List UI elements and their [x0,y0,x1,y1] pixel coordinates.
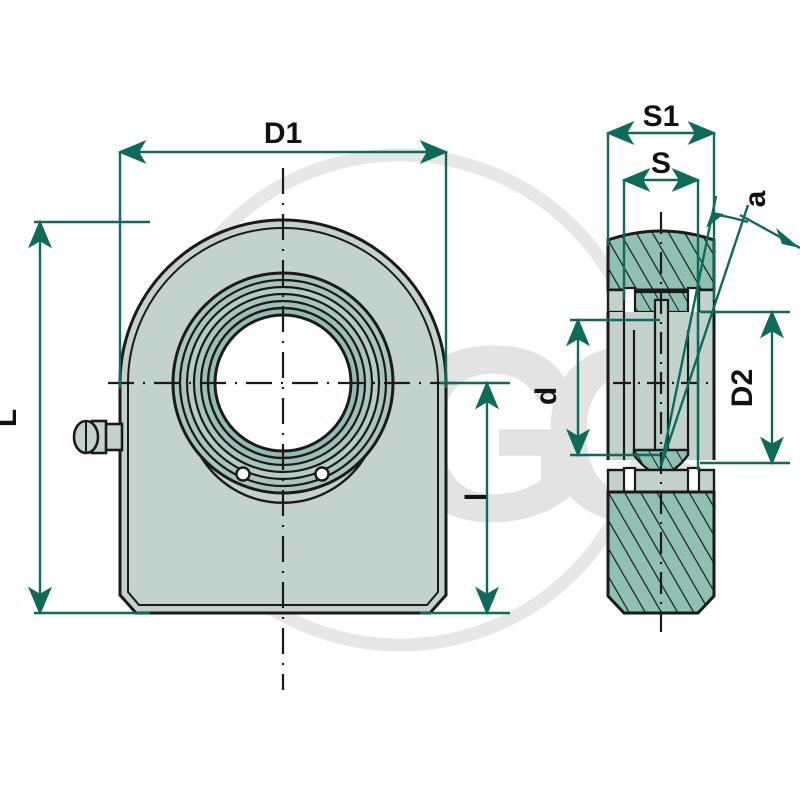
dimension-layer [28,121,800,616]
front-view [72,168,470,690]
dimension-labels: D1 L l S1 S d D2 a [0,100,772,501]
dimension-l [420,380,510,616]
dimension-a-angle [659,195,800,467]
retainer-pin-lower-right [686,466,701,496]
dim-label-D1: D1 [264,117,302,150]
dim-label-S1: S1 [643,100,680,133]
lock-pin-hole-right [314,466,330,482]
grease-nipple-icon [72,419,124,455]
retainer-pin-upper-left [622,286,637,316]
dim-label-l: l [460,493,493,501]
dim-label-d: d [530,387,563,405]
dimension-D2 [700,309,790,466]
dimension-D1 [117,140,449,388]
front-view-centerlines [108,168,470,690]
lock-pin-hole-left [235,466,251,482]
retainer-pin-lower-left [622,466,637,496]
dimension-L [28,219,150,616]
dim-label-D2: D2 [726,369,759,407]
housing-inner-edge [127,227,439,606]
section-view [606,212,716,632]
dim-label-L: L [0,409,23,427]
dimension-d [566,317,660,458]
dim-label-a: a [739,190,772,207]
dim-label-S: S [651,147,671,180]
dimension-S [621,168,701,470]
